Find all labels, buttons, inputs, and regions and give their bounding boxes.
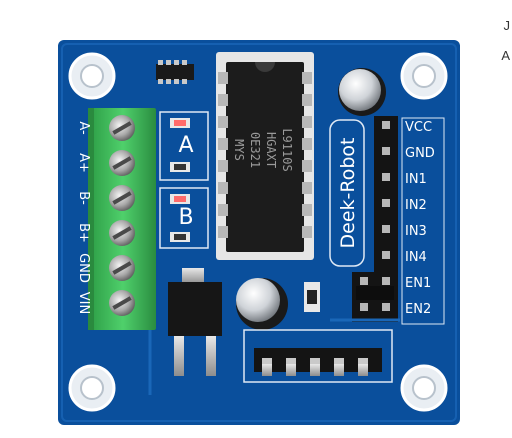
electrolytic-capacitor-top xyxy=(338,68,386,116)
mounting-hole-top-left xyxy=(68,52,116,100)
channel-b-label: B xyxy=(178,205,193,230)
edge-glyph-top: J xyxy=(503,18,511,33)
chip-marking-line-1: L9110S xyxy=(280,128,294,171)
pin-label-en1: EN1 xyxy=(405,276,431,291)
chip-marking-line-2: HGAXT xyxy=(264,132,278,168)
right-angle-header xyxy=(243,329,393,383)
channel-a-label: A xyxy=(178,133,193,158)
terminal-label-gnd: GND xyxy=(76,253,91,283)
page-edge-text: J A xyxy=(494,0,512,438)
screw-vin xyxy=(109,290,135,316)
pin-label-in2: IN2 xyxy=(405,198,427,213)
smd-components-left xyxy=(170,118,190,242)
dip-ic-chip: L9110S HGAXT 0E321 MYS xyxy=(216,52,314,260)
mounting-hole-bottom-left xyxy=(68,364,116,412)
pin-labels: VCC GND IN1 IN2 IN3 IN4 EN1 EN2 xyxy=(401,117,445,325)
mounting-hole-bottom-right xyxy=(400,364,448,412)
pin-label-in4: IN4 xyxy=(405,250,427,265)
pin-label-vcc: VCC xyxy=(405,120,432,135)
header-pins xyxy=(352,116,398,322)
terminal-labels: A- A+ B- B+ GND VIN xyxy=(76,121,91,314)
resistor-array xyxy=(156,60,194,84)
pin-label-in1: IN1 xyxy=(405,172,427,187)
electrolytic-capacitor-bottom xyxy=(236,278,288,330)
terminal-label-b-minus: B- xyxy=(76,191,91,205)
pin-label-in3: IN3 xyxy=(405,224,427,239)
terminal-label-a-plus: A+ xyxy=(76,153,91,173)
pin-label-en2: EN2 xyxy=(405,302,431,317)
screw-terminal-block xyxy=(88,108,156,330)
chip-marking-line-4: MYS xyxy=(232,139,246,161)
screw-a-plus xyxy=(109,150,135,176)
screw-a-minus xyxy=(109,115,135,141)
pin-label-gnd: GND xyxy=(405,146,435,161)
voltage-regulator xyxy=(168,268,222,376)
screw-b-plus xyxy=(109,220,135,246)
terminal-label-b-plus: B+ xyxy=(76,223,91,243)
edge-glyph-2: A xyxy=(501,48,510,63)
chip-marking-line-3: 0E321 xyxy=(248,132,262,168)
terminal-label-a-minus: A- xyxy=(76,121,91,135)
screw-gnd xyxy=(109,255,135,281)
terminal-label-vin: VIN xyxy=(76,292,91,314)
mounting-hole-top-right xyxy=(400,52,448,100)
screw-b-minus xyxy=(109,185,135,211)
smd-diode xyxy=(304,282,320,312)
brand-label: Deek-Robot xyxy=(337,138,359,249)
